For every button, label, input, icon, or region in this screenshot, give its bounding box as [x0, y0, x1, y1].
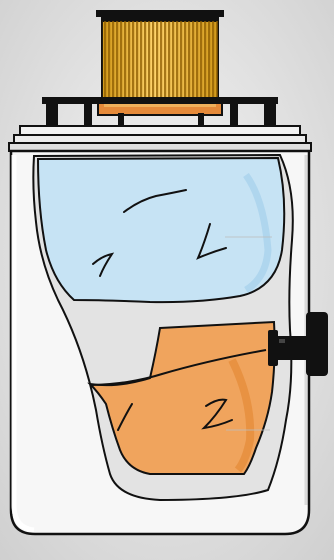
rail-post-mid-right	[198, 113, 204, 127]
coil-windings	[102, 21, 218, 103]
rail-post-inner-left	[84, 104, 92, 126]
lid-top-plate	[20, 126, 300, 135]
rail-post-inner-right	[230, 104, 238, 126]
lid	[9, 126, 311, 151]
rail-bar	[42, 97, 278, 104]
port-outer-flange	[306, 312, 328, 376]
coil-top-cap	[96, 10, 224, 17]
port-inner-flange	[268, 330, 278, 366]
rail-post-left	[46, 104, 58, 128]
port-highlight	[279, 339, 285, 343]
lid-bottom-plate	[14, 135, 306, 143]
rail-post-right	[264, 104, 276, 128]
rail-post-mid-left	[118, 113, 124, 127]
